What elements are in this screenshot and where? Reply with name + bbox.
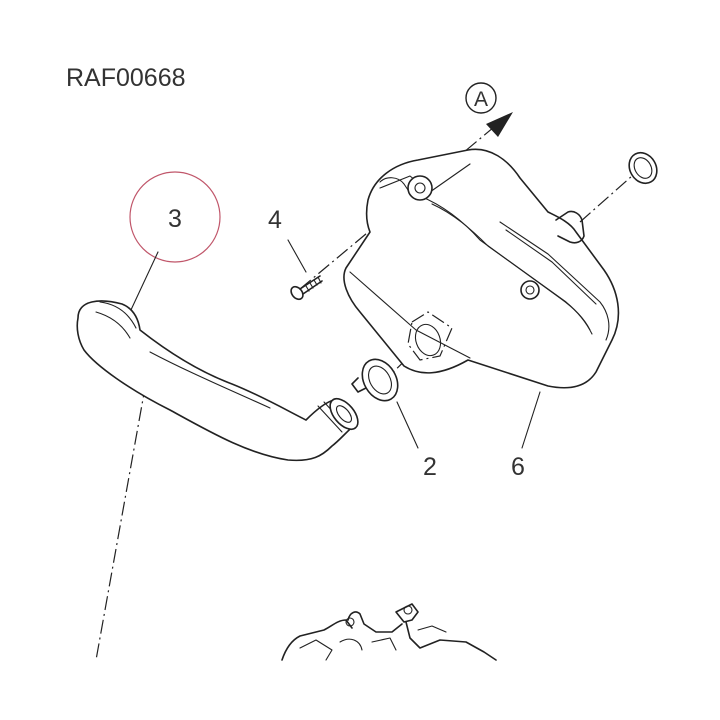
hose-axis-line (95, 359, 151, 661)
callout-label-screw: 4 (268, 206, 282, 234)
leader-line-tank (521, 391, 541, 449)
view-marker-label: A (474, 88, 488, 111)
callout-label-hose: 3 (168, 205, 182, 233)
leader-line-clamp (396, 401, 419, 449)
tank-part (343, 148, 620, 389)
leader-line-screw (287, 239, 307, 273)
callout-label-clamp: 2 (423, 453, 437, 481)
clamp-part (351, 358, 399, 402)
view-arrowhead (486, 112, 513, 137)
o-ring-part (628, 151, 658, 185)
callout-label-tank: 6 (511, 453, 525, 481)
view-marker-a: A (465, 82, 497, 114)
leader-line-hose (129, 251, 159, 313)
hose-part (76, 300, 359, 462)
engine-part (281, 603, 497, 661)
reference-code: RAF00668 (66, 64, 186, 92)
callout-highlight-circle (129, 171, 221, 263)
screw-part (290, 275, 323, 301)
